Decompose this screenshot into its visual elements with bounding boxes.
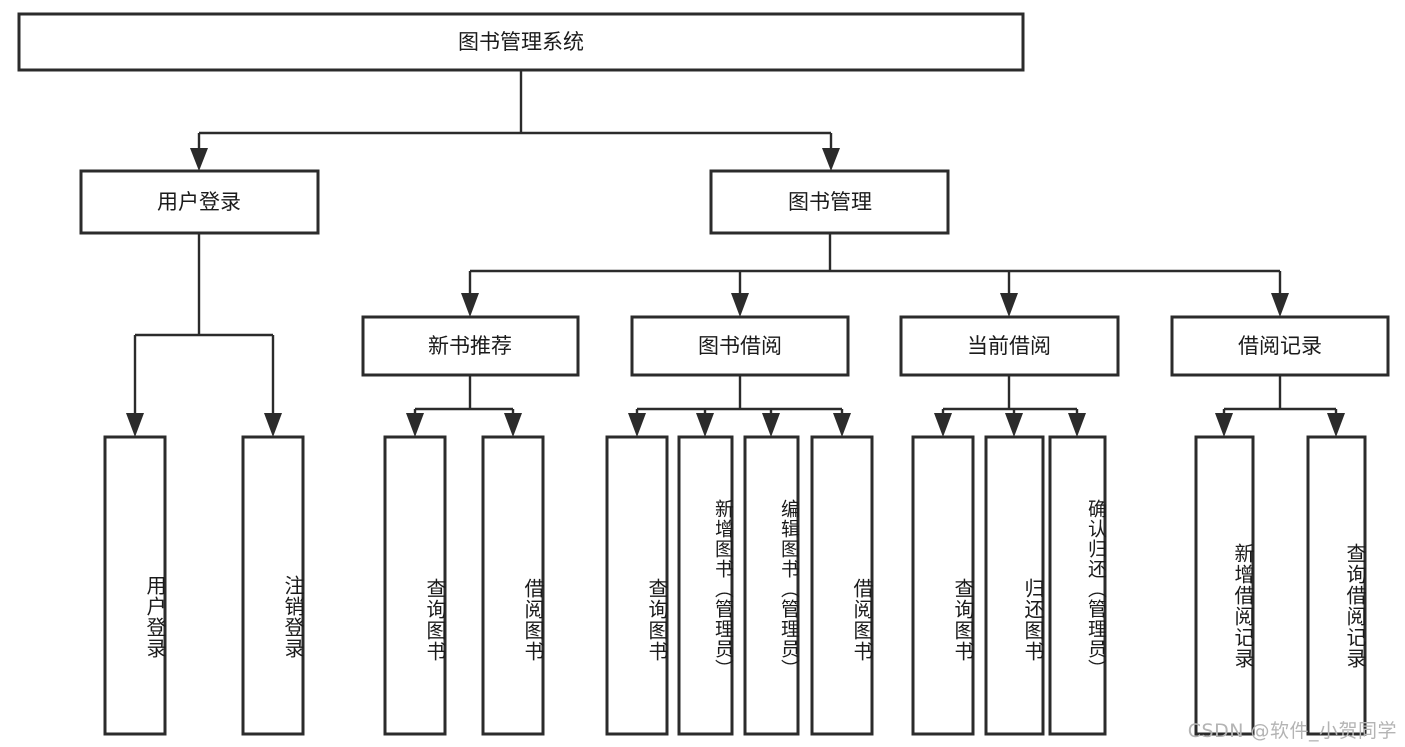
edge-bookborrow-trunk — [635, 375, 844, 418]
arrowhead-to-leaf-query-book-borrow — [628, 413, 646, 437]
arrowhead-to-leaf-confirm-return — [1068, 413, 1086, 437]
node-user-login[interactable]: 用户登录 — [79, 169, 320, 235]
node-leaf-query-book-current-box[interactable] — [911, 435, 975, 736]
node-book-management-label: 图书管理 — [788, 190, 872, 214]
node-new-book-recommend-label: 新书推荐 — [428, 334, 512, 358]
node-leaf-borrow-book-recommend-box[interactable] — [481, 435, 545, 736]
node-current-borrow[interactable]: 当前借阅 — [899, 315, 1120, 377]
connector-group — [126, 70, 1345, 437]
watermark-text: CSDN @软件_小贺同学 — [1187, 720, 1397, 742]
node-leaf-user-login-box[interactable] — [103, 435, 167, 736]
arrowhead-to-leaf-return-book — [1005, 413, 1023, 437]
node-leaf-query-book-borrow-box[interactable] — [605, 435, 669, 736]
node-borrow-record[interactable]: 借阅记录 — [1170, 315, 1390, 377]
node-user-login-box[interactable] — [79, 169, 320, 235]
node-leaf-add-record-box[interactable] — [1194, 435, 1255, 736]
edge-newbook-trunk — [413, 375, 515, 418]
arrowhead-to-new-book-recommend — [461, 293, 479, 317]
node-new-book-recommend[interactable]: 新书推荐 — [361, 315, 580, 377]
arrowhead-to-user-login — [190, 148, 208, 171]
node-current-borrow-box[interactable] — [899, 315, 1120, 377]
arrowhead-to-book-management — [822, 148, 840, 171]
arrowhead-to-leaf-add-record — [1215, 413, 1233, 437]
arrowhead-to-leaf-query-book-recommend — [406, 413, 424, 437]
node-root-label: 图书管理系统 — [458, 30, 584, 54]
arrowhead-to-leaf-add-book — [696, 413, 714, 437]
arrowhead-to-leaf-borrow-book-recommend — [504, 413, 522, 437]
node-leaf-edit-book-box[interactable] — [743, 435, 800, 736]
node-current-borrow-label: 当前借阅 — [967, 334, 1051, 358]
node-borrow-record-label: 借阅记录 — [1238, 334, 1322, 358]
arrowhead-to-leaf-query-record — [1327, 413, 1345, 437]
node-new-book-recommend-box[interactable] — [361, 315, 580, 377]
node-book-borrow-label: 图书借阅 — [698, 334, 782, 358]
edge-root-trunk — [197, 70, 833, 153]
node-leaf-query-book-recommend-box[interactable] — [383, 435, 447, 736]
arrowhead-to-current-borrow — [1000, 293, 1018, 317]
arrowhead-to-leaf-logout — [264, 413, 282, 437]
arrowhead-to-leaf-query-book-current — [934, 413, 952, 437]
node-user-login-label: 用户登录 — [157, 190, 241, 214]
node-leaf-borrow-book-box[interactable] — [810, 435, 874, 736]
node-book-borrow-box[interactable] — [630, 315, 850, 377]
edge-currentborrow-trunk — [941, 375, 1079, 418]
arrowhead-to-leaf-edit-book — [762, 413, 780, 437]
arrowhead-to-leaf-borrow-book — [833, 413, 851, 437]
node-leaf-query-record-box[interactable] — [1306, 435, 1367, 736]
edge-bookmgmt-trunk — [468, 233, 1282, 298]
node-root[interactable]: 图书管理系统 — [17, 12, 1025, 72]
arrowhead-to-book-borrow — [731, 293, 749, 317]
node-root-box[interactable] — [17, 12, 1025, 72]
arrowhead-to-borrow-record — [1271, 293, 1289, 317]
leaf-boxes-group — [103, 435, 1367, 736]
node-leaf-return-book-box[interactable] — [984, 435, 1045, 736]
node-book-management-box[interactable] — [709, 169, 950, 235]
node-borrow-record-box[interactable] — [1170, 315, 1390, 377]
node-book-management[interactable]: 图书管理 — [709, 169, 950, 235]
node-book-borrow[interactable]: 图书借阅 — [630, 315, 850, 377]
node-leaf-logout-box[interactable] — [241, 435, 305, 736]
node-leaf-confirm-return-box[interactable] — [1048, 435, 1107, 736]
edge-borrowrecord-trunk — [1222, 375, 1338, 418]
edge-userlogin-trunk — [133, 233, 275, 418]
arrowhead-to-leaf-user-login — [126, 413, 144, 437]
node-leaf-add-book-box[interactable] — [677, 435, 734, 736]
